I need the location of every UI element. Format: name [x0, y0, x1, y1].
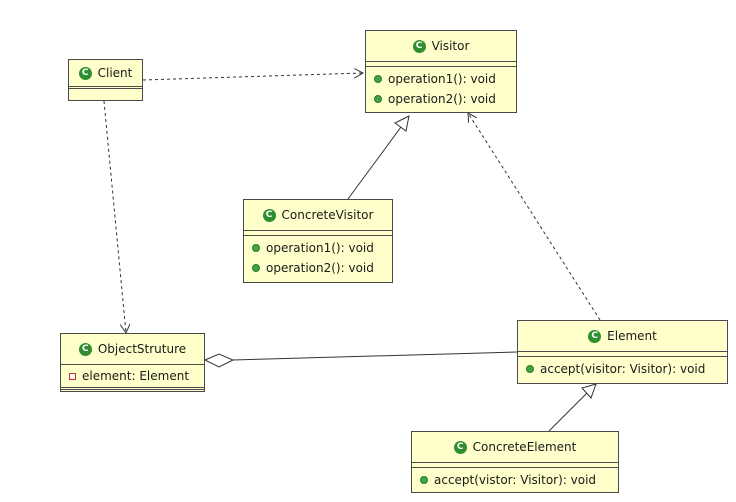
operation-row: operation1(): void: [366, 69, 516, 89]
private-visibility-icon: [69, 372, 76, 380]
operation-row: accept(vistor: Visitor): void: [412, 470, 618, 490]
attribute-label: element: Element: [82, 369, 190, 383]
public-visibility-icon: [526, 365, 534, 373]
class-header: C ConcreteVisitor: [244, 200, 392, 231]
class-concrete-visitor[interactable]: C ConcreteVisitor operation1(): void ope…: [243, 199, 393, 283]
class-visitor[interactable]: C Visitor operation1(): void operation2(…: [365, 30, 517, 113]
aggregation-objectstructure-element: [232, 351, 518, 361]
dependency-client-objectstructure: [103, 100, 126, 333]
class-header: C Element: [518, 321, 727, 352]
class-icon: C: [453, 440, 467, 454]
class-icon: C: [78, 66, 92, 80]
public-visibility-icon: [252, 264, 260, 272]
class-name: ConcreteVisitor: [281, 208, 374, 222]
class-name: Visitor: [431, 39, 470, 53]
aggregation-diamond: [203, 353, 235, 368]
class-attributes-compartment: [412, 463, 618, 468]
operation-row: operation1(): void: [244, 238, 392, 258]
generalization-concretevisitor-visitor: [347, 126, 402, 200]
generalization-arrowhead-element: [581, 383, 597, 399]
operation-label: operation1(): void: [266, 241, 374, 255]
operation-label: operation2(): void: [388, 92, 496, 106]
attribute-row: element: Element: [61, 366, 204, 386]
operation-label: operation2(): void: [266, 261, 374, 275]
class-name: ConcreteElement: [472, 440, 577, 454]
dependency-element-visitor: [468, 113, 601, 321]
class-concrete-element[interactable]: C ConcreteElement accept(vistor: Visitor…: [411, 431, 619, 493]
class-icon: C: [588, 329, 602, 343]
class-icon: C: [262, 208, 276, 222]
public-visibility-icon: [374, 75, 382, 83]
class-attributes-compartment: [518, 352, 727, 357]
class-header: C Visitor: [366, 31, 516, 62]
class-client[interactable]: C Client: [68, 59, 143, 101]
class-name: Element: [607, 329, 657, 343]
class-attributes-compartment: element: Element: [61, 365, 204, 390]
class-element[interactable]: C Element accept(visitor: Visitor): void: [517, 320, 728, 384]
class-operations-compartment: operation1(): void operation2(): void: [366, 67, 516, 111]
class-header: C ConcreteElement: [412, 432, 618, 463]
operation-row: accept(visitor: Visitor): void: [518, 359, 727, 379]
public-visibility-icon: [252, 244, 260, 252]
dependency-client-visitor: [142, 73, 363, 81]
class-attributes-compartment: [244, 231, 392, 236]
class-icon: C: [412, 39, 426, 53]
operation-row: operation2(): void: [366, 89, 516, 109]
operation-label: accept(visitor: Visitor): void: [540, 362, 706, 376]
class-header: C Client: [69, 60, 142, 89]
class-attributes-compartment: [366, 62, 516, 67]
class-empty-compartment: [69, 89, 142, 99]
operation-row: operation2(): void: [244, 258, 392, 278]
generalization-arrowhead-visitor: [394, 115, 410, 132]
class-operations-compartment: accept(visitor: Visitor): void: [518, 357, 727, 381]
class-icon: C: [78, 342, 92, 356]
class-object-structure[interactable]: C ObjectStruture element: Element: [60, 333, 205, 392]
class-operations-compartment: operation1(): void operation2(): void: [244, 236, 392, 280]
public-visibility-icon: [374, 95, 382, 103]
public-visibility-icon: [420, 476, 428, 484]
generalization-concreteelement-element: [548, 392, 588, 432]
operation-label: accept(vistor: Visitor): void: [434, 473, 597, 487]
operation-label: operation1(): void: [388, 72, 496, 86]
class-name: Client: [97, 66, 133, 80]
class-header: C ObjectStruture: [61, 334, 204, 365]
class-name: ObjectStruture: [97, 342, 187, 356]
class-operations-compartment: accept(vistor: Visitor): void: [412, 468, 618, 492]
